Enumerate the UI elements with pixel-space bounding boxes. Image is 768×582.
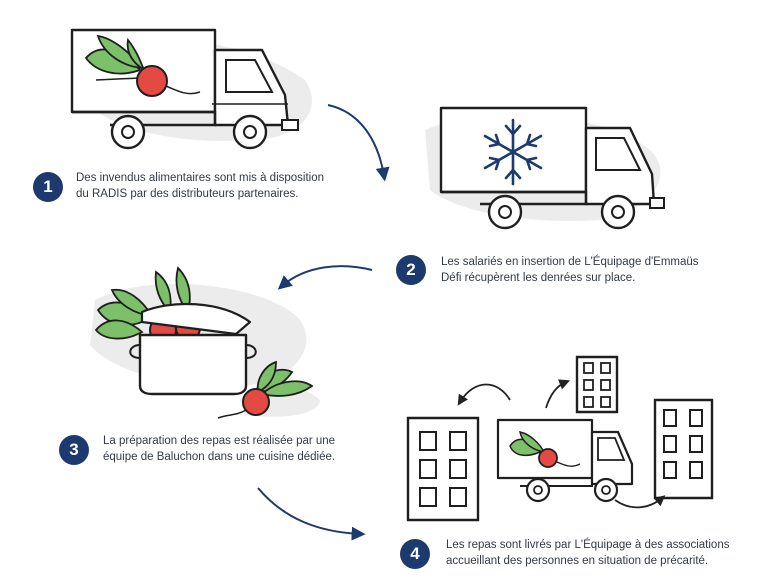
radish-icon (217, 360, 320, 419)
curved-arrow-icon (257, 487, 366, 541)
radish-truck-icon (70, 28, 312, 150)
caption-line: Défi récupèrent les denrées sur place. (441, 271, 636, 284)
curved-arrow-icon (545, 379, 571, 409)
delivery-truck-icon (496, 418, 634, 503)
curved-arrow-icon (457, 383, 511, 406)
caption-line: Des invendus alimentaires sont mis à dis… (76, 172, 325, 184)
step-4-caption: Les repas sont livrés par L'Équipage à d… (446, 538, 729, 569)
caption-line: Les repas sont livrés par L'Équipage à d… (446, 539, 730, 551)
building-icon (406, 416, 480, 522)
snowflake-truck-icon (425, 106, 665, 230)
step-2-caption: Les salariés en insertion de L'Équipage … (441, 255, 699, 286)
curved-arrow-icon (277, 265, 373, 290)
curved-arrow-icon (327, 104, 390, 182)
building-icon (575, 355, 619, 414)
caption-line: équipe de Baluchon dans une cuisine dédi… (103, 450, 336, 463)
step-3-badge: 3 (59, 435, 89, 465)
caption-line: accueillant des personnes en situation d… (446, 554, 709, 567)
building-icon (653, 398, 714, 500)
caption-line: La préparation des repas est réalisée pa… (103, 435, 336, 447)
caption-line: du RADIS par des distributeurs partenair… (76, 187, 299, 200)
curved-arrow-icon (614, 495, 666, 509)
step-3-caption: La préparation des repas est réalisée pa… (103, 434, 335, 465)
step-1-badge: 1 (33, 172, 63, 202)
cooking-pot-icon (90, 266, 307, 396)
step-1-caption: Des invendus alimentaires sont mis à dis… (76, 171, 324, 202)
caption-line: Les salariés en insertion de L'Équipage … (441, 256, 699, 268)
step-4-badge: 4 (400, 539, 430, 569)
step-2-badge: 2 (396, 255, 426, 285)
